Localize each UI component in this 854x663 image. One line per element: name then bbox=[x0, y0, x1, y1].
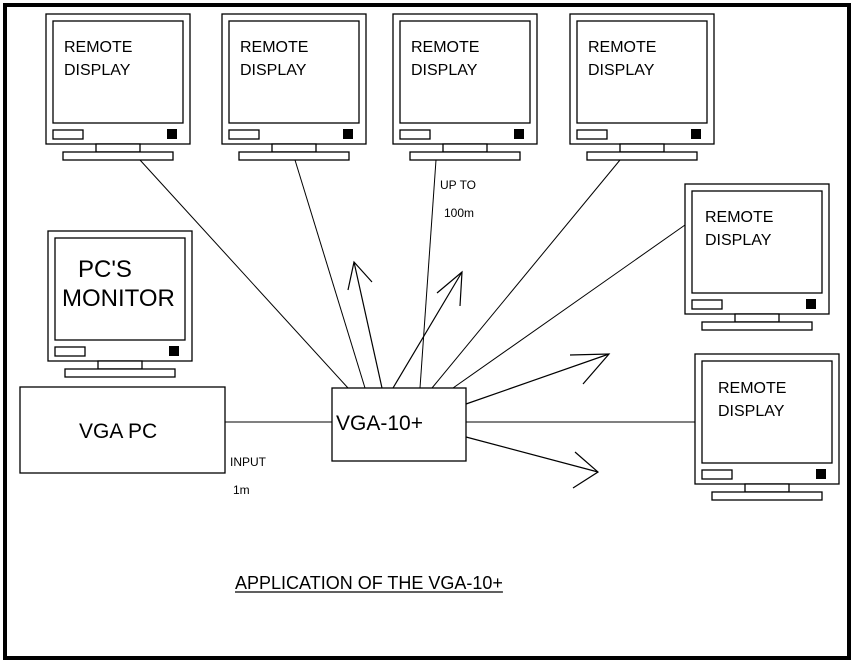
up-to-label: UP TO bbox=[440, 178, 476, 192]
monitor-stand-neck bbox=[734, 313, 780, 323]
wire-remote-display-2 bbox=[294, 159, 366, 389]
power-button-icon bbox=[343, 129, 353, 139]
wire-remote-display-3 bbox=[419, 159, 437, 389]
remote-display-label-line-1: REMOTE bbox=[588, 39, 656, 56]
monitor-label-plate bbox=[54, 346, 86, 357]
vga-10-plus-device: VGA-10+ bbox=[331, 387, 467, 462]
diagram-frame bbox=[3, 3, 851, 660]
power-button-icon bbox=[691, 129, 701, 139]
monitor-stand-base bbox=[62, 151, 174, 161]
arrow-right-up bbox=[465, 353, 611, 405]
monitor-stand-base bbox=[64, 368, 176, 378]
monitor-stand-neck bbox=[619, 143, 665, 153]
pc-monitor-label-line-1: PC'S bbox=[78, 256, 132, 283]
remote-display-label-line-1: REMOTE bbox=[411, 39, 479, 56]
wire-remote-display-5 bbox=[452, 224, 686, 389]
monitor-screen bbox=[576, 20, 708, 124]
monitor-screen bbox=[228, 20, 360, 124]
remote-display-label-line-1: REMOTE bbox=[64, 39, 132, 56]
monitor-screen bbox=[52, 20, 184, 124]
power-button-icon bbox=[167, 129, 177, 139]
remote-display-label-line-2: DISPLAY bbox=[64, 62, 131, 79]
output-arrows bbox=[347, 260, 611, 489]
monitor-stand-base bbox=[711, 491, 823, 501]
remote-display-2: REMOTE DISPLAY bbox=[221, 13, 367, 161]
monitor-screen bbox=[399, 20, 531, 124]
up-to-distance-label: 100m bbox=[444, 206, 474, 220]
arrow-up-left bbox=[347, 260, 383, 389]
monitor-label-plate bbox=[691, 299, 723, 310]
vga-10-plus-label: VGA-10+ bbox=[336, 412, 423, 435]
vga-pc: VGA PC bbox=[19, 386, 226, 474]
wire-remote-display-4 bbox=[431, 159, 621, 389]
vga-pc-label: VGA PC bbox=[79, 420, 157, 443]
vga-10-plus-box bbox=[331, 387, 467, 462]
monitor-stand-base bbox=[238, 151, 350, 161]
power-button-icon bbox=[514, 129, 524, 139]
monitor-stand-neck bbox=[442, 143, 488, 153]
remote-display-label-line-2: DISPLAY bbox=[240, 62, 307, 79]
power-button-icon bbox=[169, 346, 179, 356]
input-label: INPUT bbox=[230, 455, 267, 469]
monitor-stand-neck bbox=[271, 143, 317, 153]
monitor-screen bbox=[54, 237, 186, 341]
monitor-stand-base bbox=[701, 321, 813, 331]
monitor-stand-neck bbox=[744, 483, 790, 493]
monitor-stand-neck bbox=[95, 143, 141, 153]
monitor-stand-base bbox=[586, 151, 698, 161]
remote-display-label-line-1: REMOTE bbox=[705, 209, 773, 226]
remote-display-label-line-1: REMOTE bbox=[240, 39, 308, 56]
caption-text: APPLICATION OF THE VGA-10+ bbox=[235, 573, 503, 593]
pc-monitor: PC'S MONITOR bbox=[47, 230, 193, 378]
remote-display-label-line-1: REMOTE bbox=[718, 380, 786, 397]
remote-display-1: REMOTE DISPLAY bbox=[45, 13, 191, 161]
monitor-label-plate bbox=[52, 129, 84, 140]
remote-display-6: REMOTE DISPLAY bbox=[694, 353, 840, 501]
monitor-label-plate bbox=[228, 129, 260, 140]
remote-display-label-line-2: DISPLAY bbox=[588, 62, 655, 79]
remote-display-3: REMOTE DISPLAY bbox=[392, 13, 538, 161]
power-button-icon bbox=[816, 469, 826, 479]
remote-display-label-line-2: DISPLAY bbox=[718, 403, 785, 420]
arrow-up-right bbox=[392, 270, 463, 389]
diagram-caption: APPLICATION OF THE VGA-10+ bbox=[235, 573, 503, 593]
arrow-right-down bbox=[465, 436, 599, 489]
remote-display-5: REMOTE DISPLAY bbox=[684, 183, 830, 331]
monitor-screen bbox=[701, 360, 833, 464]
monitor-label-plate bbox=[399, 129, 431, 140]
monitor-stand-base bbox=[409, 151, 521, 161]
monitor-label-plate bbox=[701, 469, 733, 480]
monitor-stand-neck bbox=[97, 360, 143, 370]
vga-pc-box bbox=[19, 386, 226, 474]
wire-remote-display-1 bbox=[139, 159, 349, 389]
power-button-icon bbox=[806, 299, 816, 309]
remote-display-label-line-2: DISPLAY bbox=[411, 62, 478, 79]
remote-display-4: REMOTE DISPLAY bbox=[569, 13, 715, 161]
pc-monitor-label-line-2: MONITOR bbox=[62, 285, 175, 312]
remote-display-label-line-2: DISPLAY bbox=[705, 232, 772, 249]
connection-wires bbox=[139, 159, 700, 423]
input-distance-label: 1m bbox=[233, 483, 250, 497]
monitor-screen bbox=[691, 190, 823, 294]
monitor-label-plate bbox=[576, 129, 608, 140]
